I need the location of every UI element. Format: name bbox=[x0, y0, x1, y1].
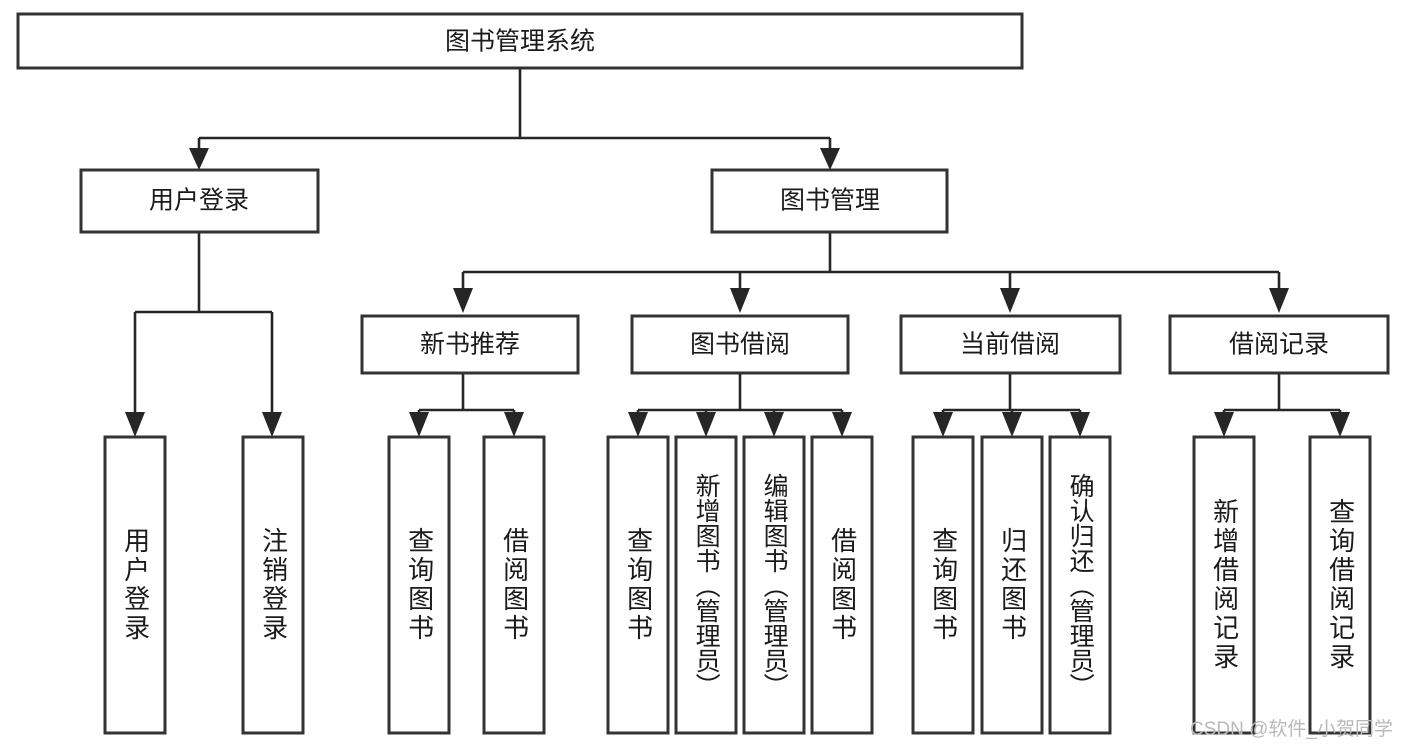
node-current-borrow-box[interactable] bbox=[899, 314, 1122, 375]
node-book-management-box[interactable] bbox=[710, 168, 949, 234]
leaf-query-book-2-box[interactable] bbox=[606, 435, 670, 735]
arrow-to-leaf-borrow-book-2 bbox=[832, 412, 852, 437]
connector-group-book-borrow bbox=[628, 373, 852, 437]
node-user-login-label: 用户登录 bbox=[149, 187, 249, 215]
leaf-add-book-box[interactable] bbox=[674, 435, 738, 735]
node-book-management[interactable]: 图书管理 bbox=[710, 168, 949, 234]
connector-group-new-book-recommend bbox=[409, 373, 524, 437]
leaf-query-book-3-box[interactable] bbox=[911, 435, 975, 735]
arrow-root-to-user-login bbox=[189, 148, 209, 170]
arrow-to-leaf-confirm-return bbox=[1070, 412, 1090, 437]
connector-group-user-login bbox=[125, 232, 282, 437]
connector-group-root bbox=[189, 68, 840, 170]
arrow-root-to-book-management bbox=[820, 148, 840, 170]
arrow-to-leaf-logout-login bbox=[262, 412, 282, 437]
node-borrow-record-label: 借阅记录 bbox=[1229, 331, 1329, 359]
node-user-login-box[interactable] bbox=[79, 168, 320, 234]
node-root-label: 图书管理系统 bbox=[445, 28, 595, 56]
arrow-to-book-borrow bbox=[730, 288, 750, 313]
arrow-to-leaf-query-book-2 bbox=[628, 412, 648, 437]
node-new-book-recommend[interactable]: 新书推荐 bbox=[360, 314, 580, 375]
arrow-to-leaf-user-login bbox=[125, 412, 145, 437]
leaf-edit-book-box[interactable] bbox=[742, 435, 806, 735]
node-user-login[interactable]: 用户登录 bbox=[79, 168, 320, 234]
node-book-borrow[interactable]: 图书借阅 bbox=[630, 314, 850, 375]
leaf-logout-login-box[interactable] bbox=[241, 435, 305, 735]
node-new-book-recommend-label: 新书推荐 bbox=[420, 331, 520, 359]
leaf-borrow-book-1-box[interactable] bbox=[482, 435, 546, 735]
node-current-borrow[interactable]: 当前借阅 bbox=[899, 314, 1122, 375]
leaf-return-book-box[interactable] bbox=[980, 435, 1044, 735]
arrow-to-leaf-add-record bbox=[1214, 412, 1234, 437]
node-borrow-record-box[interactable] bbox=[1168, 314, 1390, 375]
connector-group-borrow-record bbox=[1214, 373, 1350, 437]
leaf-add-record-box[interactable] bbox=[1192, 435, 1256, 735]
leaf-query-record-box[interactable] bbox=[1308, 435, 1372, 735]
leaf-query-book-1-box[interactable] bbox=[387, 435, 451, 735]
arrow-to-leaf-edit-book bbox=[764, 412, 784, 437]
arrow-to-leaf-query-book-3 bbox=[933, 412, 953, 437]
node-book-borrow-box[interactable] bbox=[630, 314, 850, 375]
node-current-borrow-label: 当前借阅 bbox=[960, 331, 1060, 359]
arrow-to-new-book-recommend bbox=[453, 288, 473, 313]
connector-group-current-borrow bbox=[933, 373, 1090, 437]
leaf-user-login-box[interactable] bbox=[103, 435, 167, 735]
arrow-to-leaf-query-book-1 bbox=[409, 412, 429, 437]
node-root-box[interactable] bbox=[16, 12, 1024, 70]
arrow-to-borrow-record bbox=[1269, 288, 1289, 313]
leaf-boxes bbox=[103, 435, 1372, 735]
node-new-book-recommend-box[interactable] bbox=[360, 314, 580, 375]
arrow-to-leaf-add-book bbox=[696, 412, 716, 437]
arrow-to-current-borrow bbox=[1000, 288, 1020, 313]
leaf-borrow-book-2-box[interactable] bbox=[810, 435, 874, 735]
arrow-to-leaf-query-record bbox=[1330, 412, 1350, 437]
connector-group-book-management bbox=[453, 232, 1289, 313]
node-book-borrow-label: 图书借阅 bbox=[690, 331, 790, 359]
node-borrow-record[interactable]: 借阅记录 bbox=[1168, 314, 1390, 375]
node-root[interactable]: 图书管理系统 bbox=[16, 12, 1024, 70]
leaf-confirm-return-box[interactable] bbox=[1048, 435, 1112, 735]
node-book-management-label: 图书管理 bbox=[780, 187, 880, 215]
arrow-to-leaf-borrow-book-1 bbox=[504, 412, 524, 437]
arrow-to-leaf-return-book bbox=[1002, 412, 1022, 437]
